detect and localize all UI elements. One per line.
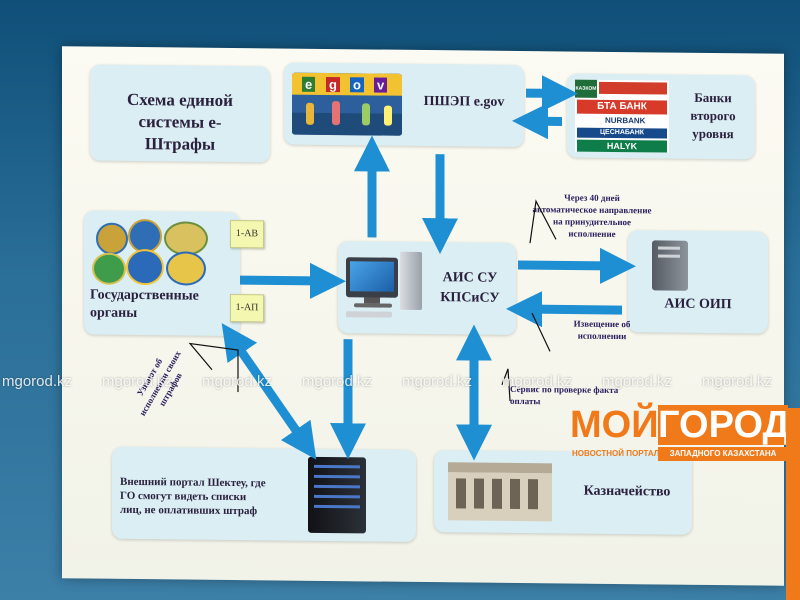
logo-sub-right: ЗАПАДНОГО КАЗАХСТАНА — [658, 447, 788, 461]
watermark-text: mgorod.kz — [302, 373, 373, 390]
pen-mark-4 — [501, 368, 511, 401]
watermark-text: mgorod.kz — [202, 373, 273, 390]
pen-mark-3 — [188, 342, 239, 393]
arrow-gov-portal — [221, 323, 317, 460]
pen-mark-2 — [531, 312, 551, 352]
moy-gorod-logo: МОЙ ГОРОД НОВОСТНОЙ ПОРТАЛ ЗАПАДНОГО КАЗ… — [570, 405, 800, 465]
watermark-row: mgorod.kz mgorod.kz mgorod.kz mgorod.kz … — [0, 373, 800, 393]
arrow-oip-to-ais — [506, 291, 622, 328]
arrow-ais-to-oip — [518, 247, 636, 284]
pen-mark-1 — [529, 199, 557, 244]
logo-sub-left: НОВОСТНОЙ ПОРТАЛ — [572, 449, 660, 458]
logo-main-left: МОЙ — [570, 404, 659, 446]
watermark-text: mgorod.kz — [402, 373, 473, 390]
flow-arrows — [188, 75, 636, 461]
watermark-text: mgorod.kz — [102, 373, 173, 390]
watermark-text: mgorod.kz — [502, 373, 573, 390]
watermark-text: mgorod.kz — [702, 373, 773, 390]
logo-main-right: ГОРОД — [658, 404, 790, 446]
watermark-text: mgorod.kz — [602, 373, 673, 390]
slide: Схема единой системы е-Штрафы e g o v ПШ… — [62, 46, 784, 586]
arrow-gov-to-ais — [240, 262, 346, 299]
brand-side-bar — [786, 408, 800, 600]
watermark-text: mgorod.kz — [2, 373, 73, 390]
